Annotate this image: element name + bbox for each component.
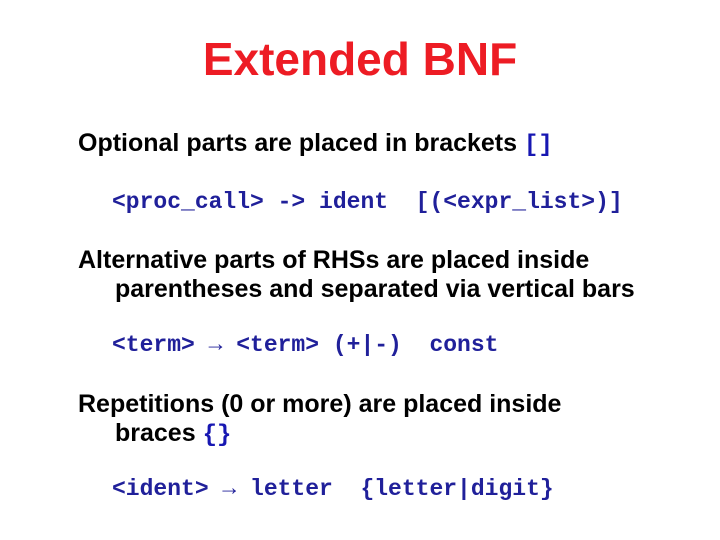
bullet-optional: Optional parts are placed in brackets []	[78, 129, 553, 160]
bullet-repetitions: Repetitions (0 or more) are placed insid…	[78, 390, 561, 450]
bullet-repetitions-line1: Repetitions (0 or more) are placed insid…	[78, 390, 562, 418]
bullet-repetitions-line2-text: braces	[115, 419, 203, 447]
code-line-term: <term> → <term> (+|-) const	[112, 332, 499, 358]
slide-title: Extended BNF	[202, 33, 518, 85]
code-line-ident: <ident> → letter {letter|digit}	[112, 476, 554, 502]
inline-code-braces: {}	[202, 422, 232, 449]
bullet-optional-text: Optional parts are placed in brackets	[78, 129, 524, 157]
inline-code-brackets: []	[523, 132, 553, 159]
bullet-repetitions-line2: braces {}	[78, 419, 561, 450]
bullet-alternative-line2: parentheses and separated via vertical b…	[115, 275, 635, 303]
code-line-proc-call: <proc_call> -> ident [(<expr_list>)]	[112, 189, 623, 215]
bullet-alternative: Alternative parts of RHSs are placed ins…	[78, 246, 635, 304]
bullet-optional-line: Optional parts are placed in brackets []	[78, 129, 553, 160]
bullet-alternative-line1: Alternative parts of RHSs are placed ins…	[78, 246, 590, 274]
